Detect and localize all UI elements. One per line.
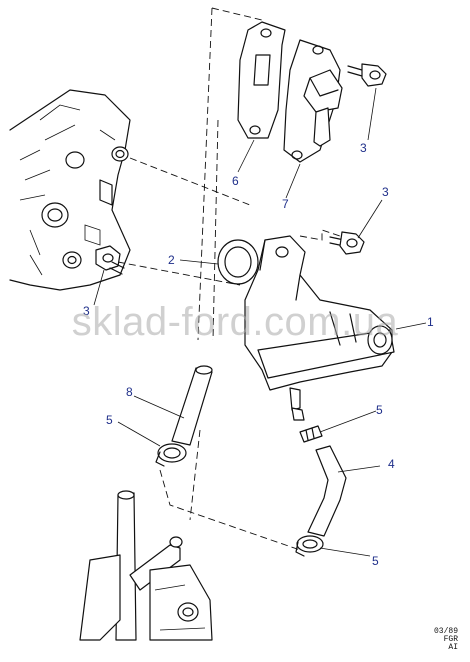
watermark: sklad-ford.com.ua xyxy=(71,300,399,344)
hose-lower xyxy=(307,445,347,537)
hose-upper xyxy=(171,365,213,446)
reference-code: 03/89 FGR AI xyxy=(434,628,458,652)
bolt-left xyxy=(95,245,125,275)
callout-7: 7 xyxy=(282,197,289,211)
callout-5-left: 5 xyxy=(106,413,113,427)
pipe-assembly xyxy=(79,490,213,641)
ref-code-line: 03/89 xyxy=(433,627,458,636)
o-ring xyxy=(217,239,259,285)
callout-6: 6 xyxy=(232,174,239,188)
leader-lines xyxy=(93,87,427,557)
clamp-right-middle xyxy=(299,425,323,443)
bolt-middle-right xyxy=(329,231,365,255)
callout-2: 2 xyxy=(168,253,175,267)
assembly-lines xyxy=(117,7,341,551)
callout-4: 4 xyxy=(388,457,395,471)
ref-code-line: FGR xyxy=(443,635,458,644)
egr-valve xyxy=(283,39,343,163)
clamp-left xyxy=(155,443,187,467)
clamp-bottom xyxy=(295,535,324,557)
callout-3-top: 3 xyxy=(360,141,367,155)
callout-1: 1 xyxy=(427,315,434,329)
callout-3-left: 3 xyxy=(83,304,90,318)
engine-block xyxy=(9,89,131,291)
bolt-top-right xyxy=(347,63,387,87)
callout-3-middle: 3 xyxy=(382,185,389,199)
ref-code-line: AI xyxy=(448,643,458,652)
gasket-top xyxy=(237,21,286,139)
callouts: 1 2 3 3 3 4 5 5 5 6 7 8 xyxy=(83,141,434,568)
callout-8: 8 xyxy=(126,385,133,399)
callout-5-bottom: 5 xyxy=(372,554,379,568)
egr-housing xyxy=(244,235,395,421)
callout-5-right: 5 xyxy=(376,403,383,417)
